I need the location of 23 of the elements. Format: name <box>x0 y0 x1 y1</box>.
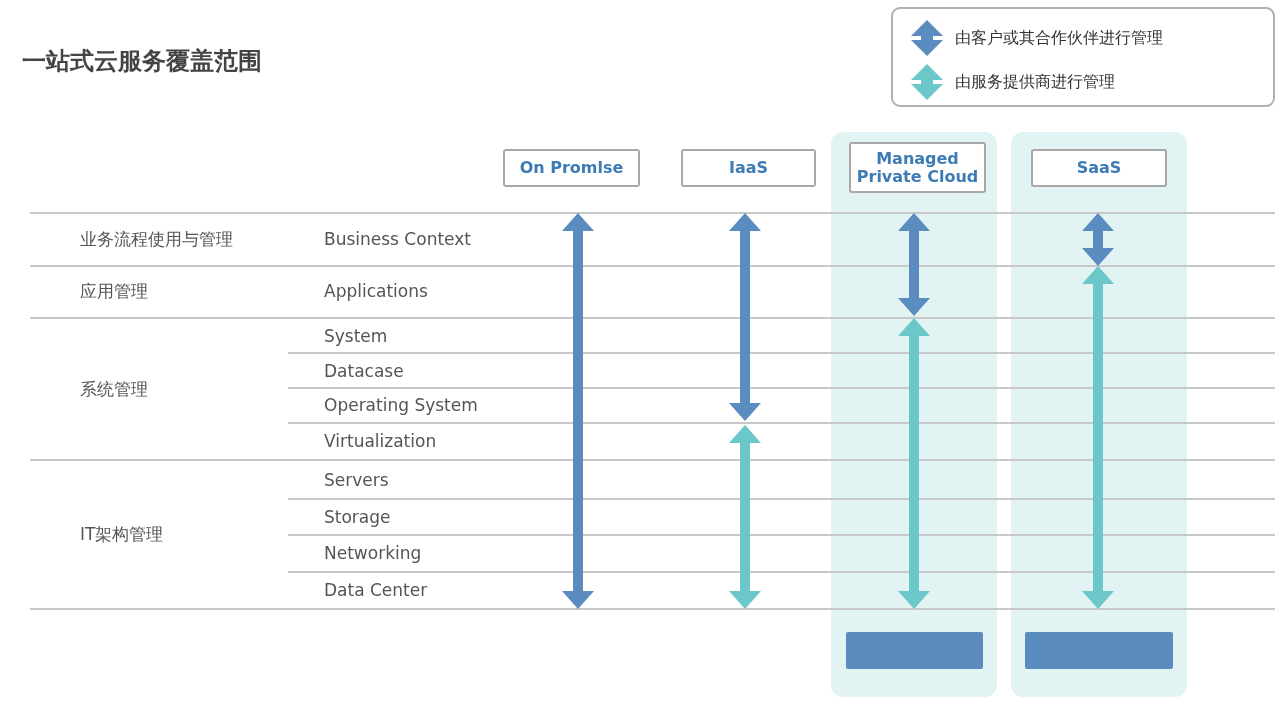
row-label: Storage <box>324 507 391 527</box>
legend-text: 由客户或其合作伙伴进行管理 <box>955 28 1163 48</box>
row-label: Networking <box>324 543 422 563</box>
row-label: 业务流程使用与管理 <box>80 229 233 249</box>
column-header: Managed Private Cloud <box>849 142 986 193</box>
row-label: Business Context <box>324 229 471 249</box>
row-label: Servers <box>324 470 389 490</box>
row-label: Data Center <box>324 580 428 600</box>
row-label: System <box>324 326 388 346</box>
row-label: 系统管理 <box>80 379 148 399</box>
label-box <box>846 632 983 669</box>
title: 一站式云服务覆盖范围 <box>22 46 262 76</box>
row-label: Datacase <box>324 361 404 381</box>
legend-text: 由服务提供商进行管理 <box>955 72 1115 92</box>
row-label: Virtualization <box>324 431 437 451</box>
row-label: Applications <box>324 281 428 301</box>
label-box <box>1025 632 1173 669</box>
row-label: Operating System <box>324 395 478 415</box>
column-header: On Promlse <box>503 149 640 187</box>
row-label: 应用管理 <box>80 281 148 301</box>
column-header: SaaS <box>1031 149 1167 187</box>
row-label: IT架构管理 <box>80 524 164 544</box>
column-header: IaaS <box>681 149 816 187</box>
